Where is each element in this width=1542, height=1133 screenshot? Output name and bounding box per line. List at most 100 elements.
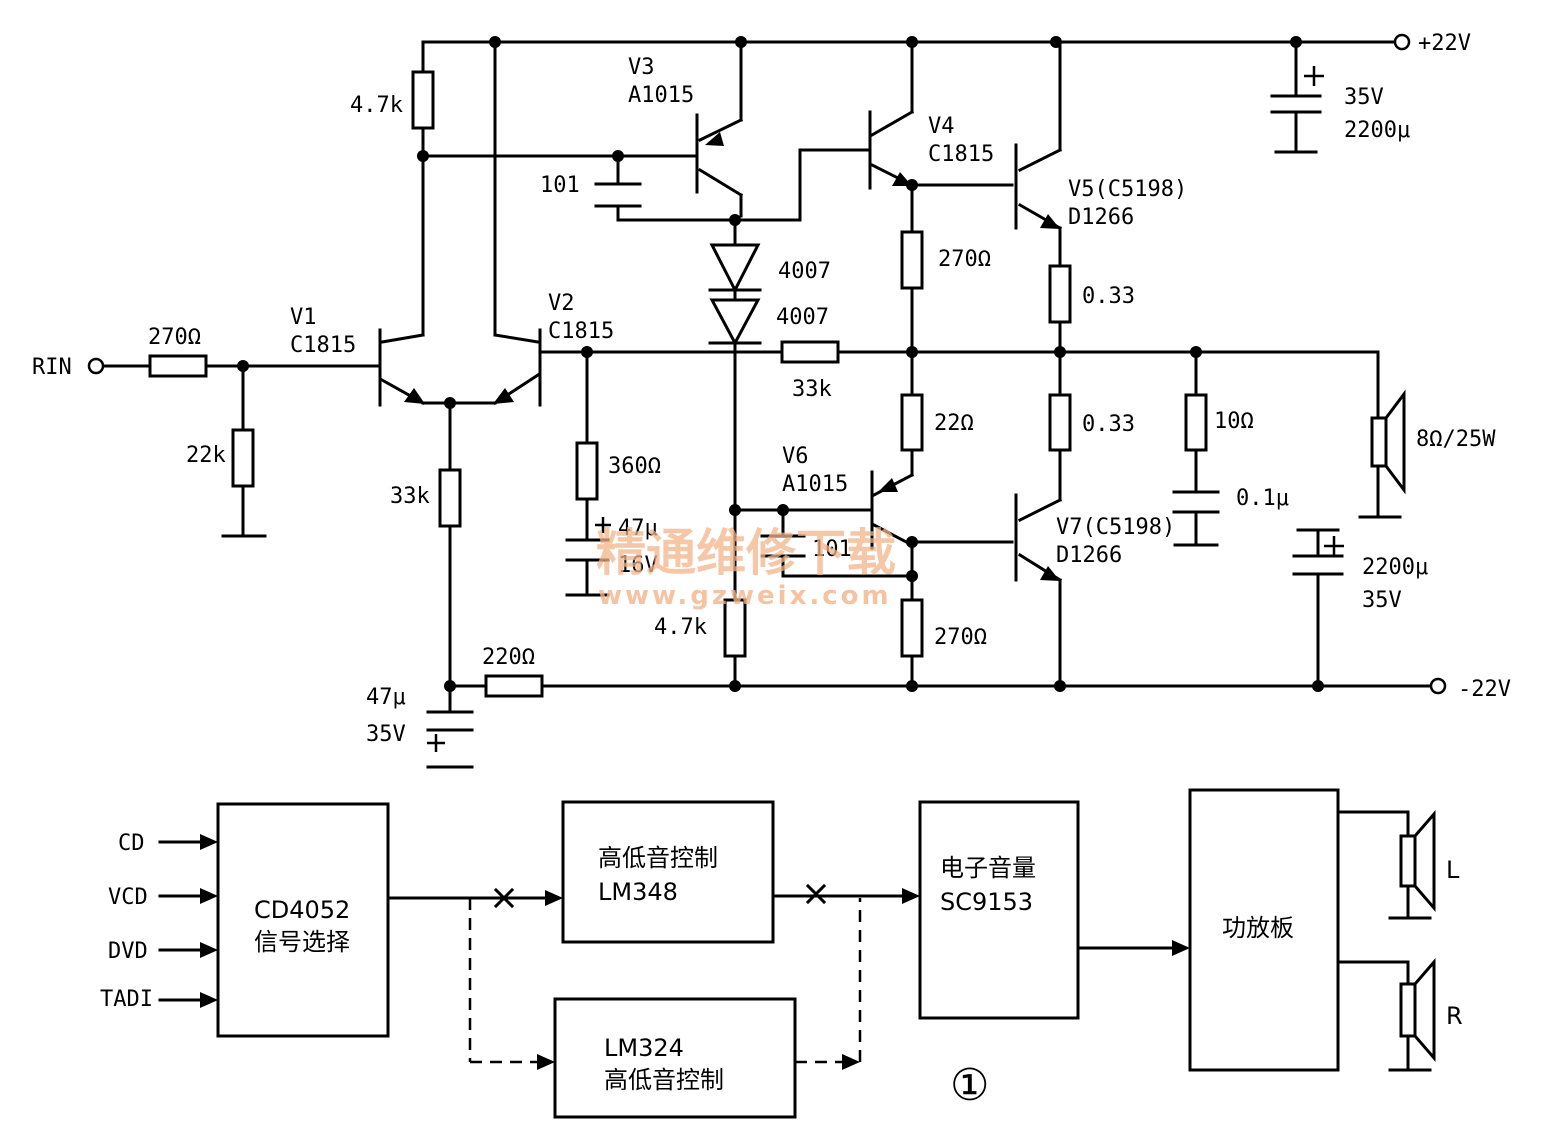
tone2-line1: LM324 [604, 1034, 684, 1062]
capacitor-101-top [594, 182, 642, 208]
label-v4-name: V4 [928, 114, 955, 139]
capacitor-47u-16v [565, 517, 611, 597]
label-v1-name: V1 [290, 305, 317, 330]
label-v6-part: A1015 [782, 472, 848, 497]
resistor-22k [231, 428, 255, 488]
label-r-in: 270Ω [148, 325, 201, 350]
resistor-360 [575, 441, 599, 501]
watermark-cn: 精通维修下载 [596, 524, 896, 582]
figure-number: ① [950, 1060, 989, 1111]
block-tone-lm324 [553, 997, 797, 1119]
input-vcd: VCD [108, 885, 148, 910]
label-c-47u-tail-value: 47μ [366, 685, 406, 710]
speaker-left-icon [1399, 834, 1417, 888]
label-r-22k: 22k [186, 443, 226, 468]
speaker-right-icon [1399, 982, 1417, 1038]
volume-line2: SC9153 [940, 888, 1033, 916]
label-r-33k-tail: 33k [390, 484, 430, 509]
label-v7-part: D1266 [1056, 543, 1122, 568]
label-v5-name: V5(C5198) [1068, 177, 1187, 202]
label-r-033-bottom: 0.33 [1082, 412, 1135, 437]
selector-line1: CD4052 [254, 896, 350, 924]
input-cd: CD [118, 831, 145, 856]
label-c-pos-value: 2200μ [1344, 118, 1410, 143]
block-diagram: CD VCD DVD TADI CD4052 信号选择 高低音控制 LM348 … [100, 788, 1463, 1119]
tone2-line2: 高低音控制 [604, 1066, 724, 1094]
capacitors [426, 66, 1344, 769]
tone1-line2: LM348 [598, 878, 678, 906]
diodes [708, 243, 762, 347]
resistor-4k7-top [411, 70, 435, 130]
label-r-4k7-bottom: 4.7k [654, 615, 707, 640]
label-v5-part: D1266 [1068, 205, 1134, 230]
label-c-neg-voltage: 35V [1362, 588, 1402, 613]
resistor-4k7-bottom [723, 598, 747, 658]
label-v2-part: C1815 [548, 319, 614, 344]
label-c-pos-voltage: 35V [1344, 85, 1384, 110]
label-supply-neg: -22V [1458, 677, 1511, 702]
label-c-101-top: 101 [540, 173, 580, 198]
resistor-270-top [900, 230, 924, 290]
diode-4007-upper [708, 243, 762, 294]
terminal-rin [87, 357, 105, 375]
label-diode-2: 4007 [776, 305, 829, 330]
label-v6-name: V6 [782, 444, 809, 469]
label-supply-pos: +22V [1418, 31, 1471, 56]
amp-label: 功放板 [1222, 914, 1294, 942]
terminal-negative [1429, 677, 1447, 695]
label-r-22: 22Ω [934, 411, 974, 436]
block-volume [918, 800, 1080, 1020]
emitter-arrows [404, 132, 1060, 581]
label-v1-part: C1815 [290, 333, 356, 358]
resistor-10 [1184, 393, 1208, 452]
label-r-033-top: 0.33 [1082, 284, 1135, 309]
label-r-4k7-top: 4.7k [350, 93, 403, 118]
label-c-47u-fb-value: 47μ [618, 516, 658, 541]
label-diode-1: 4007 [778, 259, 831, 284]
resistors [148, 70, 1208, 698]
label-r-270-bottom: 270Ω [934, 625, 987, 650]
block-selector [216, 802, 390, 1038]
diode-4007-lower [708, 288, 762, 347]
volume-line1: 电子音量 [940, 854, 1036, 882]
label-c-47u-fb-voltage: 16V [618, 553, 658, 578]
transistor-bars [378, 110, 1018, 582]
speaker-8ohm [1370, 389, 1406, 495]
label-r-10: 10Ω [1214, 409, 1254, 434]
resistor-22 [900, 393, 924, 452]
speaker-left-label: L [1446, 856, 1460, 884]
capacitor-2200u-negative [1292, 536, 1344, 576]
block-tone-lm348 [561, 800, 775, 944]
schematic-labels: +22V -22V RIN V1 C1815 V2 C1815 V3 A1015… [32, 31, 1511, 747]
block-amp [1188, 788, 1340, 1072]
label-v3-name: V3 [628, 55, 655, 80]
tone1-line1: 高低音控制 [598, 844, 718, 872]
resistor-33k-feedback [780, 340, 840, 364]
resistor-33k-tail [438, 468, 462, 528]
label-r-feedback: 33k [792, 377, 832, 402]
label-v7-name: V7(C5198) [1056, 515, 1175, 540]
label-c-47u-tail-voltage: 35V [366, 722, 406, 747]
capacitor-101-bottom [760, 534, 806, 558]
capacitor-01u [1172, 490, 1220, 514]
selector-line2: 信号选择 [254, 928, 350, 956]
resistor-220 [484, 674, 544, 698]
resistor-033-bottom [1048, 393, 1072, 452]
resistor-270-bottom [900, 598, 924, 658]
input-tadi: TADI [100, 987, 153, 1012]
capacitor-2200u-positive [1270, 66, 1324, 114]
label-r-270-top: 270Ω [938, 247, 991, 272]
junction-dots [237, 36, 1324, 692]
wires [101, 40, 1434, 714]
label-v2-name: V2 [548, 291, 575, 316]
label-rin: RIN [32, 355, 72, 380]
terminal-positive [1393, 33, 1411, 51]
label-v4-part: C1815 [928, 142, 994, 167]
label-r-220: 220Ω [482, 645, 535, 670]
capacitor-47u-35v [426, 710, 474, 769]
label-v3-part: A1015 [628, 83, 694, 108]
label-c-neg-value: 2200μ [1362, 555, 1428, 580]
label-c-101-bottom: 101 [812, 537, 852, 562]
